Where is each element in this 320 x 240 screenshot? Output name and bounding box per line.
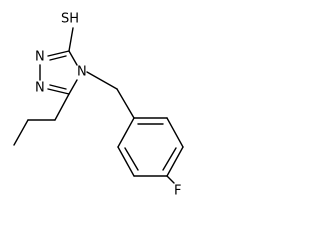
bond-c3-n2-double	[49, 55, 67, 61]
bond-ring-inner-c	[124, 147, 139, 171]
sh-label: SH	[61, 12, 79, 27]
bond-ring-c6-c1	[117, 117, 135, 148]
bond-ring-inner-b	[162, 147, 177, 171]
bond-ring-f	[166, 175, 175, 184]
bond-c3-sh	[68, 27, 74, 52]
bond-n1-c5-double	[49, 84, 67, 90]
bond-n1-c5	[47, 88, 70, 95]
nitrogen-label-bottom: N	[35, 81, 45, 96]
bond-ring-c3-c4	[166, 146, 184, 177]
bond-c5-propyl1	[54, 93, 70, 121]
atom-labels: SH N N N F	[35, 12, 181, 199]
bond-ring-c2-c3	[166, 117, 184, 148]
molecule-diagram: SH N N N F	[13, 12, 184, 199]
bond-n4-ch2	[86, 71, 118, 90]
fluorine-label: F	[174, 184, 181, 199]
bond-c5-n4	[68, 79, 78, 95]
bond-ch2-ring	[116, 88, 135, 119]
bond-c3-n2	[47, 50, 70, 57]
nitrogen-label-ring: N	[77, 65, 87, 80]
bonds	[13, 27, 184, 184]
bond-n4-c3	[68, 50, 78, 66]
bond-ring-c5-c6	[117, 146, 135, 177]
nitrogen-label-top: N	[35, 50, 45, 65]
bond-propyl2-propyl3	[13, 119, 29, 146]
